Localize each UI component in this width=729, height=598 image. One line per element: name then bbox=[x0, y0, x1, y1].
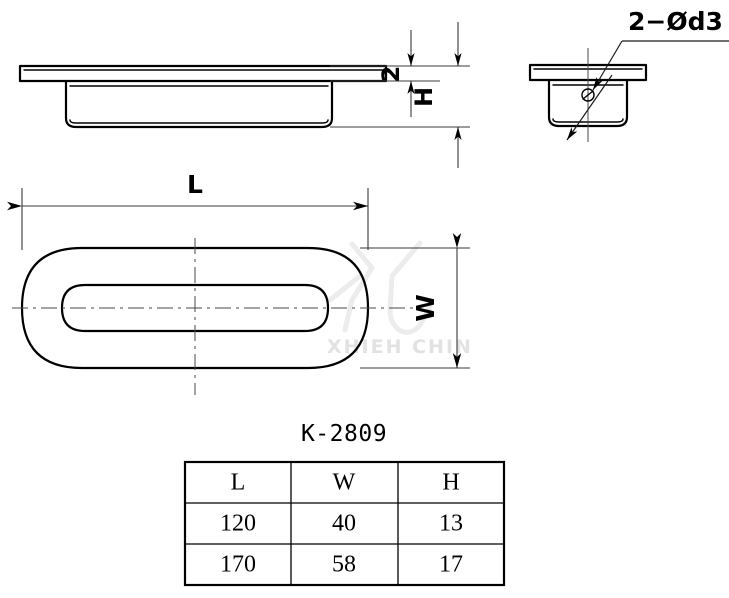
table-row: 170 58 17 bbox=[220, 552, 463, 578]
plan-view bbox=[12, 238, 418, 395]
watermark: XHIEH CHIN bbox=[327, 240, 473, 358]
hole-callout-label: 2−Ød3 bbox=[628, 7, 723, 36]
table-header-cell: L bbox=[231, 470, 246, 496]
overall-height-dimension: H bbox=[410, 22, 462, 168]
side-body-profile bbox=[64, 79, 334, 129]
hole-slash bbox=[582, 90, 594, 100]
dim-H-label: H bbox=[410, 87, 438, 107]
plan-outer-stadium bbox=[20, 246, 370, 370]
table-data-cell: 17 bbox=[439, 552, 463, 578]
table-data-cell: 13 bbox=[439, 511, 463, 537]
callout-leader-lower bbox=[566, 74, 613, 141]
plan-inner-stadium bbox=[60, 283, 330, 333]
table-header-cell: W bbox=[333, 470, 356, 496]
height-dimension-group: 2 H bbox=[330, 22, 470, 168]
dim-L-label: L bbox=[187, 170, 203, 199]
callout-leader-upper bbox=[592, 40, 623, 91]
width-dimension-group: W bbox=[360, 233, 470, 369]
length-dimension-group: L bbox=[7, 170, 369, 250]
table-header-row: L W H bbox=[231, 470, 460, 496]
hole-callout-group: 2−Ød3 bbox=[566, 7, 729, 141]
table-data-cell: 58 bbox=[332, 552, 356, 578]
hole-circle bbox=[581, 88, 595, 102]
specification-table: L W H 120 40 13 170 58 17 bbox=[183, 460, 506, 587]
watermark-label: XHIEH CHIN bbox=[327, 336, 473, 358]
dim-2-label: 2 bbox=[377, 66, 405, 83]
table-header-cell: H bbox=[442, 470, 459, 496]
side-body-bottom-inner-line bbox=[69, 119, 329, 124]
table-data-cell: 120 bbox=[220, 511, 256, 537]
table-data-cell: 40 bbox=[332, 511, 356, 537]
part-number-label: K-2809 bbox=[301, 421, 387, 447]
table-outer-border bbox=[183, 460, 506, 587]
dim-W-label: W bbox=[411, 294, 440, 322]
table-row: 120 40 13 bbox=[220, 511, 463, 537]
flange-thickness-dimension: 2 bbox=[377, 30, 415, 117]
table-data-cell: 170 bbox=[220, 552, 256, 578]
